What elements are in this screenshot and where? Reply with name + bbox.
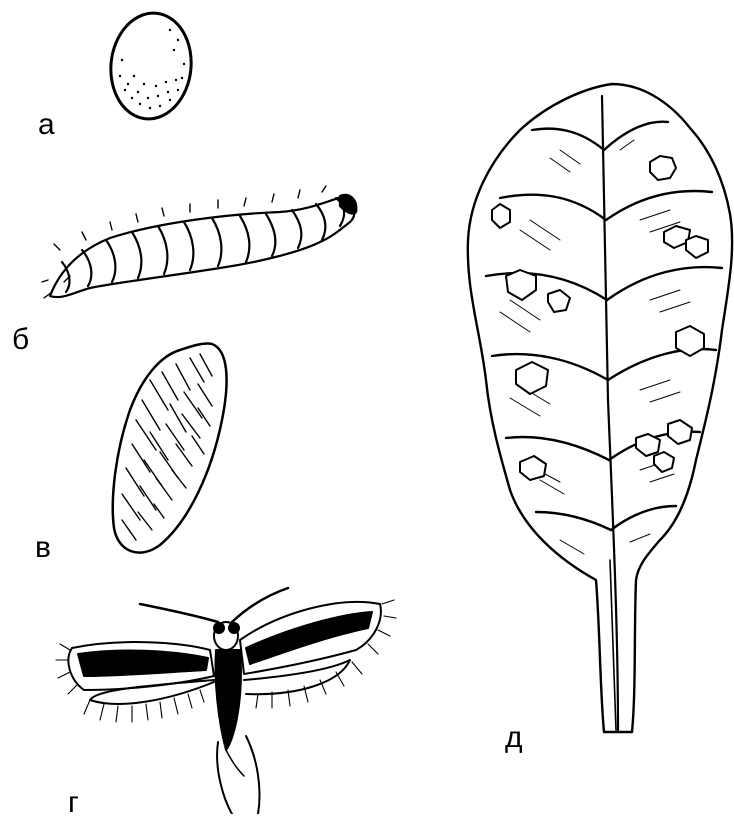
label-egg: а: [38, 110, 55, 140]
egg-drawing: [106, 9, 197, 123]
label-pupa: в: [35, 533, 51, 563]
larva-drawing: [42, 186, 356, 298]
label-larva: б: [12, 325, 29, 355]
label-leaf: д: [505, 723, 523, 753]
damaged-leaf-drawing: [468, 84, 732, 732]
pupa-drawing: [113, 343, 227, 552]
adult-moth-drawing: [56, 588, 396, 814]
